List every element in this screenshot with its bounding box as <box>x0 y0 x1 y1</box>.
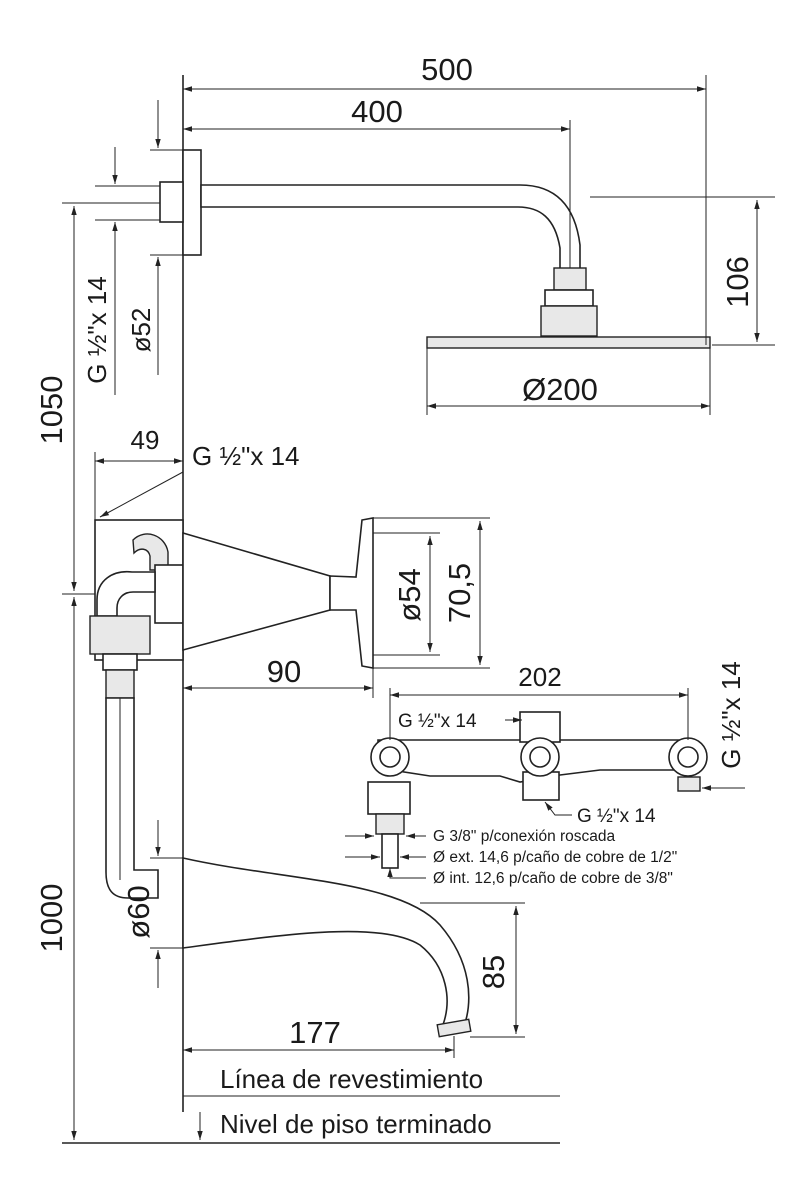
dim-705-label: 70,5 <box>442 563 477 623</box>
dim-500-label: 500 <box>421 52 473 87</box>
valve-center-block <box>519 711 561 743</box>
dim-1050-label: 1050 <box>34 376 69 445</box>
spout-aerator <box>436 1018 472 1038</box>
head-connector-base <box>540 305 598 337</box>
mixer-stem-nut <box>154 564 184 624</box>
note3-leader <box>387 868 426 879</box>
valve-bottom-thread-leader <box>544 801 572 816</box>
dim-400-label: 400 <box>351 94 403 129</box>
shower-hose <box>105 697 159 899</box>
dim-90-label: 90 <box>267 654 301 689</box>
dim-54-label: ø54 <box>392 568 427 621</box>
valve-inlet-thread <box>375 813 405 835</box>
mixer-trim <box>182 517 374 669</box>
arm-swivel-nut <box>553 267 587 291</box>
valve-right-port-inner <box>677 746 699 768</box>
shower-arm <box>159 149 711 349</box>
arm-wall-flange <box>182 149 202 256</box>
arm-thread-label: G ½"x 14 <box>82 276 112 384</box>
dim-49-label: 49 <box>131 425 160 455</box>
valve-bottom-thread-label: G ½"x 14 <box>577 806 656 827</box>
floor-level-label: Nivel de piso terminado <box>220 1109 492 1139</box>
dim-177-label: 177 <box>289 1015 341 1050</box>
hose-connector <box>102 653 138 671</box>
coating-line-label: Línea de revestimiento <box>220 1064 483 1094</box>
dim-200-label: Ø200 <box>522 372 598 407</box>
dim-106-label: 106 <box>720 256 755 308</box>
hose-thread <box>105 669 135 699</box>
dim-202-label: 202 <box>518 662 561 692</box>
mixer-body <box>89 519 184 699</box>
bath-spout <box>182 856 470 1033</box>
valve-right-thread <box>677 776 701 792</box>
hose-nut <box>89 615 151 655</box>
valve-top-thread-label: G ½"x 14 <box>398 711 477 732</box>
valve-inlet-pipe <box>381 833 399 869</box>
mixer-thread-label: G ½"x 14 <box>192 441 300 471</box>
valve-left-port-inner <box>379 746 401 768</box>
valve-note-1: G 3/8" p/conexión roscada <box>433 828 616 845</box>
dim-1000-label: 1000 <box>34 884 69 953</box>
d52-label: ø52 <box>126 308 156 353</box>
arm-tube <box>200 184 581 271</box>
mixer-escutcheon <box>182 531 331 652</box>
mixer-handle <box>329 517 374 669</box>
mixer-elbow <box>132 533 169 571</box>
arm-nipple <box>159 181 184 223</box>
valve-center-port-inner <box>529 746 551 768</box>
dim-60-label: ø60 <box>121 885 156 938</box>
valve-assembly <box>367 711 708 869</box>
valve-right-thread-label: G ½"x 14 <box>716 661 746 769</box>
mixer-lower-elbow <box>96 571 156 617</box>
dim-85-label: 85 <box>476 955 511 989</box>
valve-note-3: Ø int. 12,6 p/caño de cobre de 3/8" <box>433 870 673 887</box>
valve-inlet-nut <box>367 781 411 815</box>
valve-note-2: Ø ext. 14,6 p/caño de cobre de 1/2" <box>433 849 677 866</box>
mixer-thread-leader <box>99 471 184 518</box>
shower-head-plate <box>426 336 711 349</box>
head-connector <box>544 289 594 307</box>
